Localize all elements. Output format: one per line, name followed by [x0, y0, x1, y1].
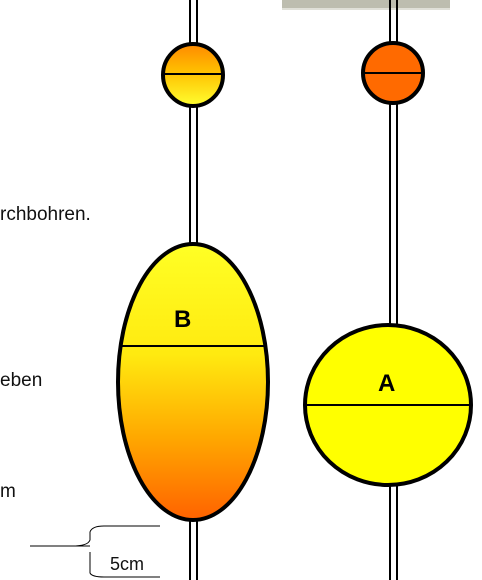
float-a	[303, 323, 473, 487]
float-b	[116, 242, 270, 522]
float-a-label: A	[378, 370, 396, 397]
scale-label: 5cm	[110, 554, 145, 574]
text-fragment-3: m	[0, 481, 16, 502]
small-float-left	[161, 42, 225, 108]
grey-bar	[282, 0, 450, 9]
text-fragment-2: eben	[0, 370, 43, 391]
small-float-right	[361, 41, 425, 105]
scale-bracket	[30, 525, 160, 578]
text-fragment-1: rchbohren.	[0, 204, 91, 225]
float-b-label: B	[174, 306, 192, 333]
